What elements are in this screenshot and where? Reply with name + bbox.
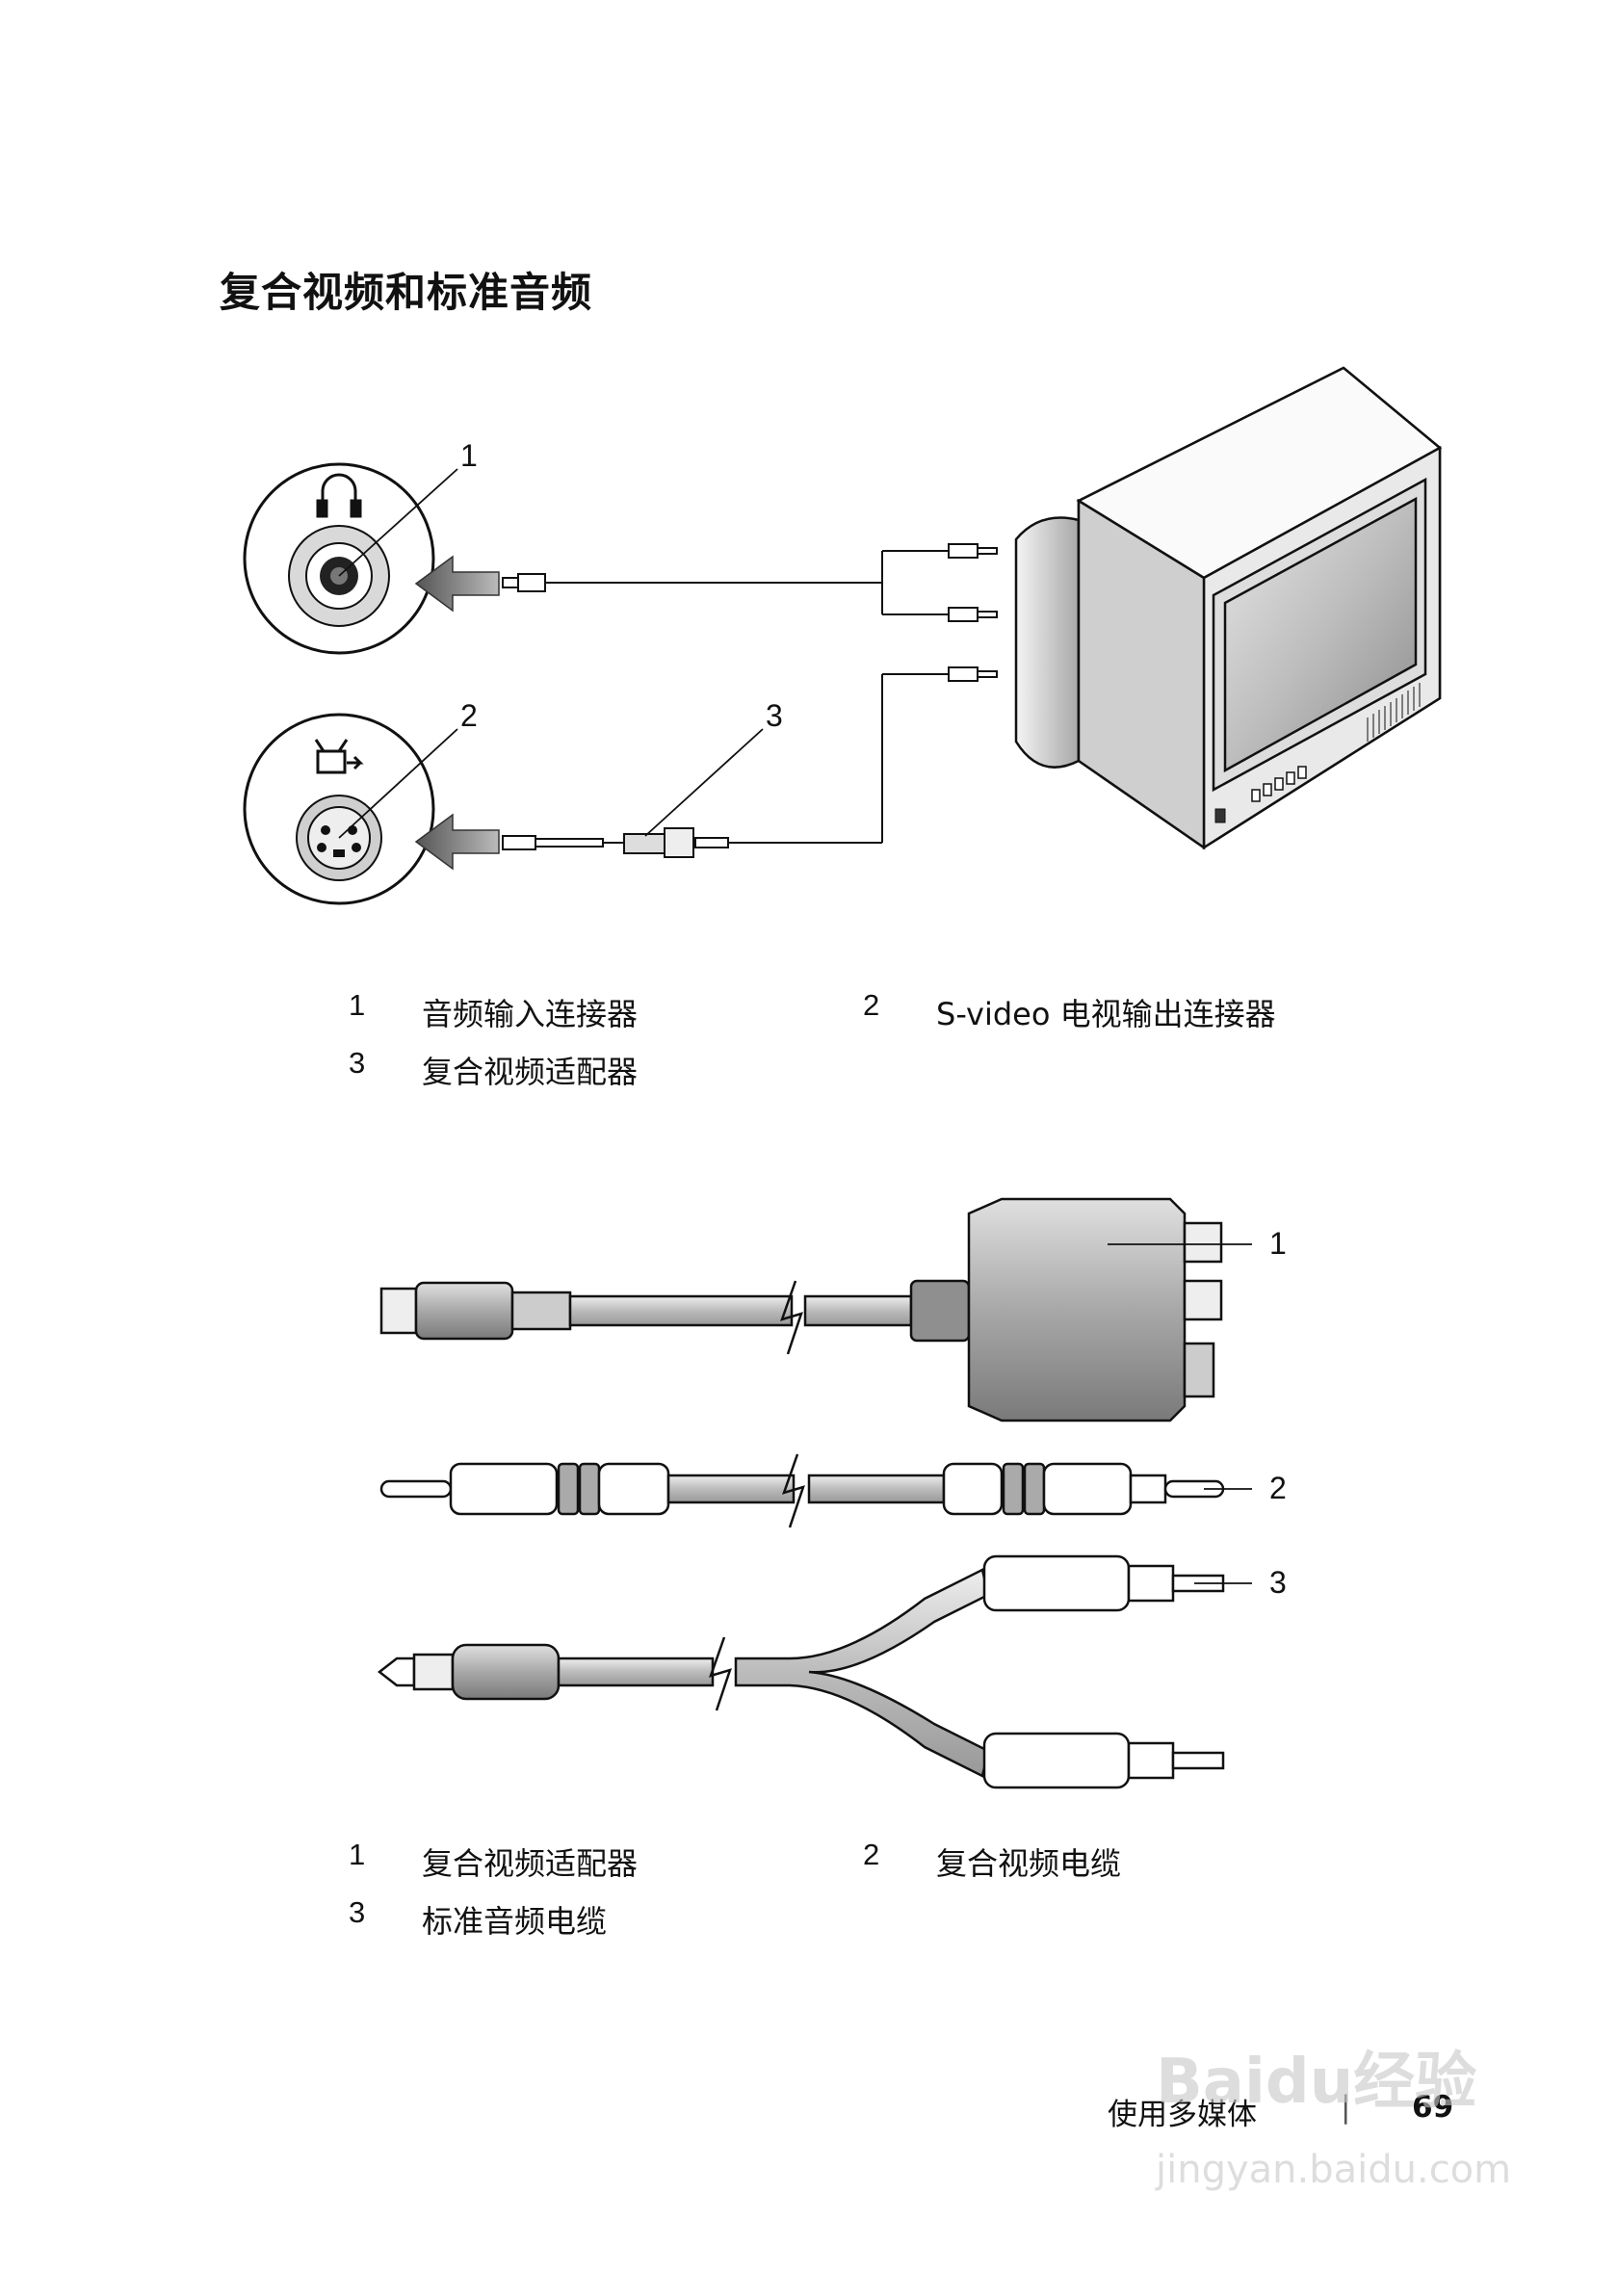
callout-1: 1	[338, 438, 478, 577]
cable-callout-2: 2	[1204, 1471, 1287, 1505]
composite-video-adapter	[379, 1197, 1223, 1422]
watermark-logo: Baidu经验	[1156, 2047, 1477, 2118]
legend1-num-1: 1	[349, 988, 366, 1022]
video-cable	[502, 666, 998, 858]
arrow-audio	[414, 555, 500, 613]
cable-callout-1: 1	[1108, 1226, 1287, 1261]
legend2-text-3: 标准音频电缆	[422, 1903, 608, 1940]
composite-video-cable	[379, 1453, 1225, 1528]
callout-1-label: 1	[460, 438, 478, 473]
callout-3-label: 3	[766, 698, 783, 733]
footer-chapter: 使用多媒体	[1108, 2098, 1257, 2132]
audio-cable	[502, 543, 998, 622]
headphone-icon	[316, 473, 362, 518]
legend2-text-1: 复合视频适配器	[422, 1845, 639, 1882]
standard-audio-cable	[377, 1554, 1225, 1789]
legend1-num-3: 3	[349, 1046, 366, 1080]
callout-2-label: 2	[460, 698, 478, 733]
legend1-num-2: 2	[863, 988, 880, 1022]
legend1-text-1: 音频输入连接器	[422, 996, 639, 1032]
legend1-text-2: S-video 电视输出连接器	[936, 996, 1276, 1032]
callout-3: 3	[644, 698, 783, 837]
legend2-num-2: 2	[863, 1838, 880, 1871]
tv-out-icon	[314, 739, 364, 774]
cable-callout-1-label: 1	[1269, 1226, 1287, 1261]
legend2-num-3: 3	[349, 1895, 366, 1929]
cable-callout-3: 3	[1194, 1565, 1287, 1600]
cable-callout-2-label: 2	[1269, 1471, 1287, 1505]
tv-illustration	[1014, 366, 1443, 850]
callout-2: 2	[338, 698, 478, 839]
legend2-text-2: 复合视频电缆	[936, 1845, 1122, 1882]
footer-separator: |	[1341, 2090, 1351, 2125]
section-title: 复合视频和标准音频	[220, 269, 593, 316]
arrow-video	[414, 813, 500, 871]
watermark-url: jingyan.baidu.com	[1156, 2148, 1512, 2192]
legend1-text-3: 复合视频适配器	[422, 1054, 639, 1090]
cable-callout-3-label: 3	[1269, 1565, 1287, 1600]
footer-page-number: 69	[1412, 2090, 1454, 2125]
connection-diagram: 1 2 3	[243, 366, 1443, 905]
legend2-num-1: 1	[349, 1838, 366, 1871]
